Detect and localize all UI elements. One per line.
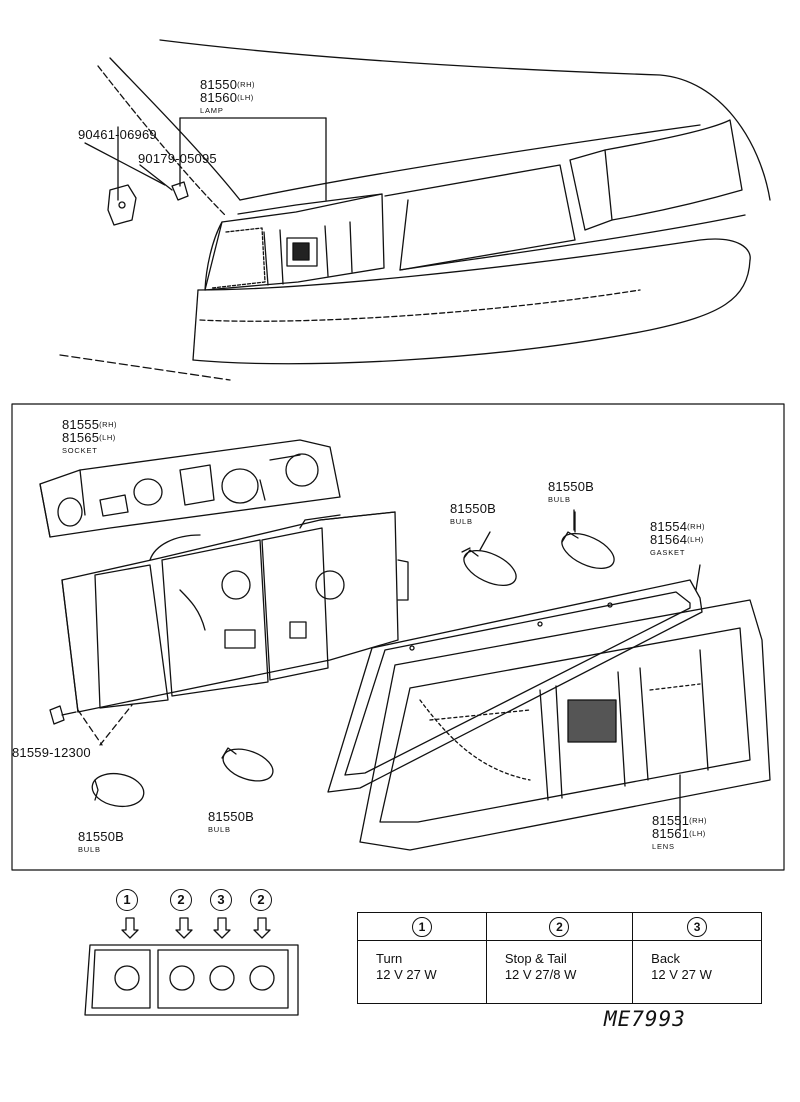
bulb-lower-left xyxy=(91,772,145,808)
bulb-lower-mid xyxy=(221,747,274,782)
lower-leaders xyxy=(479,511,701,831)
position-diagram xyxy=(84,917,299,1016)
legend-header-3: 3 xyxy=(632,912,762,941)
socket-label: 81555(RH) 81565(LH) SOCKET xyxy=(62,417,117,455)
lens-label: 81551(RH) 81561(LH) LENS xyxy=(652,813,707,851)
bulb-right xyxy=(561,509,615,569)
legend-cell-stop-tail: Stop & Tail 12 V 27/8 W xyxy=(485,940,634,1004)
socket-assembly xyxy=(39,439,341,538)
lens xyxy=(359,599,771,851)
lamp-housing xyxy=(61,511,409,713)
bulb-center-label: 81550B BULB xyxy=(450,501,497,526)
bulb-lower-left-label: 81550B BULB xyxy=(78,829,125,854)
position-marker-2b: 2 xyxy=(250,889,272,911)
position-marker-3: 3 xyxy=(210,889,232,911)
legend-header-2: 2 xyxy=(485,912,634,941)
bulb-lower-mid-label: 81550B BULB xyxy=(208,809,255,834)
bracket-part-label: 90461-06969 xyxy=(78,127,157,142)
detail-frame xyxy=(11,403,785,871)
gasket-label: 81554(RH) 81564(LH) GASKET xyxy=(650,519,705,557)
lamp-label: 81550(RH) 81560(LH) LAMP xyxy=(200,77,255,115)
position-marker-1: 1 xyxy=(116,889,138,911)
bulb-legend-table: 1 2 3 Turn 12 V 27 W Stop & Tail 12 V 27… xyxy=(357,912,762,1004)
legend-cell-back: Back 12 V 27 W xyxy=(632,940,762,1004)
bulb-right-label: 81550B BULB xyxy=(548,479,595,504)
legend-cell-turn: Turn 12 V 27 W xyxy=(357,940,487,1004)
legend-header-1: 1 xyxy=(357,912,487,941)
car-rear-view xyxy=(59,39,771,381)
screw xyxy=(49,704,133,746)
bulb-center xyxy=(461,547,517,586)
clip-part-label: 90179-05095 xyxy=(138,151,217,166)
screw-part-label: 81559-12300 xyxy=(12,745,91,760)
position-marker-2: 2 xyxy=(170,889,192,911)
gasket xyxy=(327,579,703,793)
drawing-code: ME7993 xyxy=(604,1007,686,1031)
